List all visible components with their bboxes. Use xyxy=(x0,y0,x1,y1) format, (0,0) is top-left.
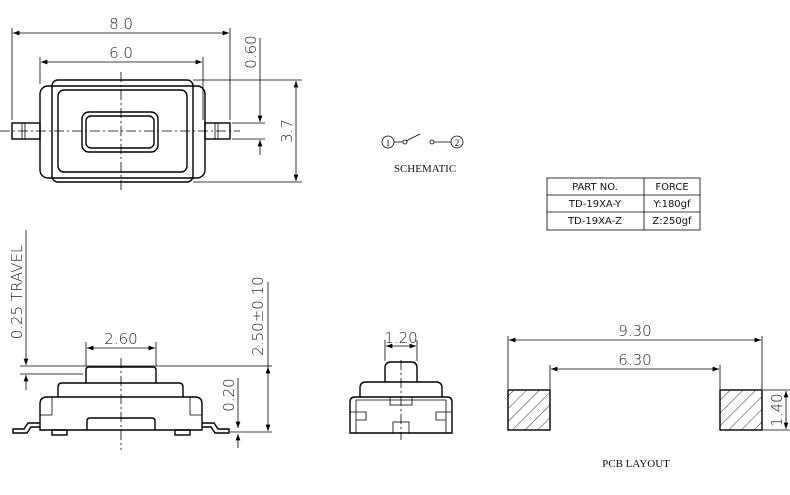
cell-part: TD-19XA-Y xyxy=(568,199,622,210)
pcb-pad-left xyxy=(507,389,551,431)
front-view: 1.20 xyxy=(349,329,453,440)
dim-width-overall: 8.0 xyxy=(109,15,133,33)
dim-button-width: 2.60 xyxy=(104,330,137,348)
dim-standoff: 0.20 xyxy=(220,378,238,411)
dim-pcb-outer: 9.30 xyxy=(618,322,651,340)
cell-force: Z:250gf xyxy=(652,216,692,227)
pcb-layout-label: PCB LAYOUT xyxy=(602,458,670,470)
dim-front-button-width: 1.20 xyxy=(384,329,417,347)
pcb-layout: 9.30 6.30 1.40 PCB LAYOUT xyxy=(507,322,790,470)
cell-force: Y:180gf xyxy=(652,199,691,210)
header-part-no: PART NO. xyxy=(572,182,618,193)
schematic: 1 2 SCHEMATIC xyxy=(381,133,464,175)
dim-travel: 0.25 TRAVEL xyxy=(8,245,26,340)
cell-part: TD-19XA-Z xyxy=(567,216,622,227)
dim-pcb-inner: 6.30 xyxy=(618,351,651,369)
dim-height: 3.7 xyxy=(278,119,296,143)
pcb-pad-right xyxy=(719,389,763,431)
dim-width-body: 6.0 xyxy=(109,44,133,62)
side-view: 2.60 0.25 TRAVEL 2.50±0.10 0.20 xyxy=(8,230,272,450)
pin-1: 1 xyxy=(386,138,391,148)
dim-terminal-width: 0.60 xyxy=(242,35,260,68)
pin-2: 2 xyxy=(455,138,460,148)
dim-pad-height: 1.40 xyxy=(768,393,786,426)
top-view: 8.0 6.0 0.60 3.7 xyxy=(0,15,302,190)
header-force: FORCE xyxy=(655,182,688,193)
dim-total-height: 2.50±0.10 xyxy=(249,276,267,355)
schematic-label: SCHEMATIC xyxy=(394,163,456,175)
force-table: PART NO. FORCE TD-19XA-Y Y:180gf TD-19XA… xyxy=(546,177,701,231)
